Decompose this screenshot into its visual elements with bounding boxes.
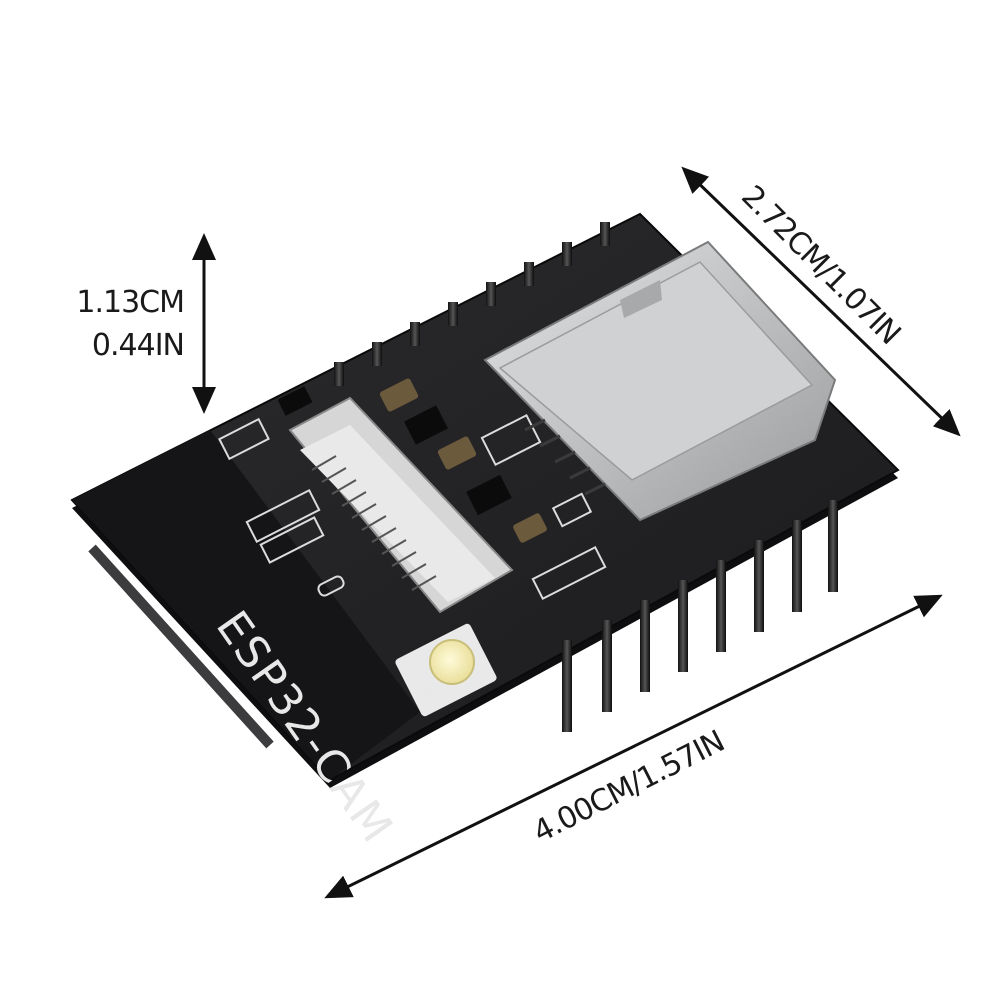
header-pins-back — [334, 222, 610, 386]
smd-components — [277, 378, 547, 543]
width-arrow — [681, 166, 961, 437]
esp32-cam-board: ESP32-CAM — [70, 212, 900, 853]
height-cm-label: 1.13CM — [76, 285, 184, 320]
led-minus-label: - — [402, 663, 409, 687]
camera-fpc-connector — [288, 396, 514, 614]
silkscreen-pads — [218, 413, 607, 601]
led-plus-label: + — [418, 681, 435, 705]
height-in-label: 0.44IN — [92, 328, 184, 363]
length-label: 4.00CM/1.57IN — [528, 724, 730, 850]
dimension-height: 1.13CM 0.44IN — [76, 233, 216, 414]
length-arrow — [324, 594, 943, 899]
module-shield-edge — [88, 544, 274, 749]
